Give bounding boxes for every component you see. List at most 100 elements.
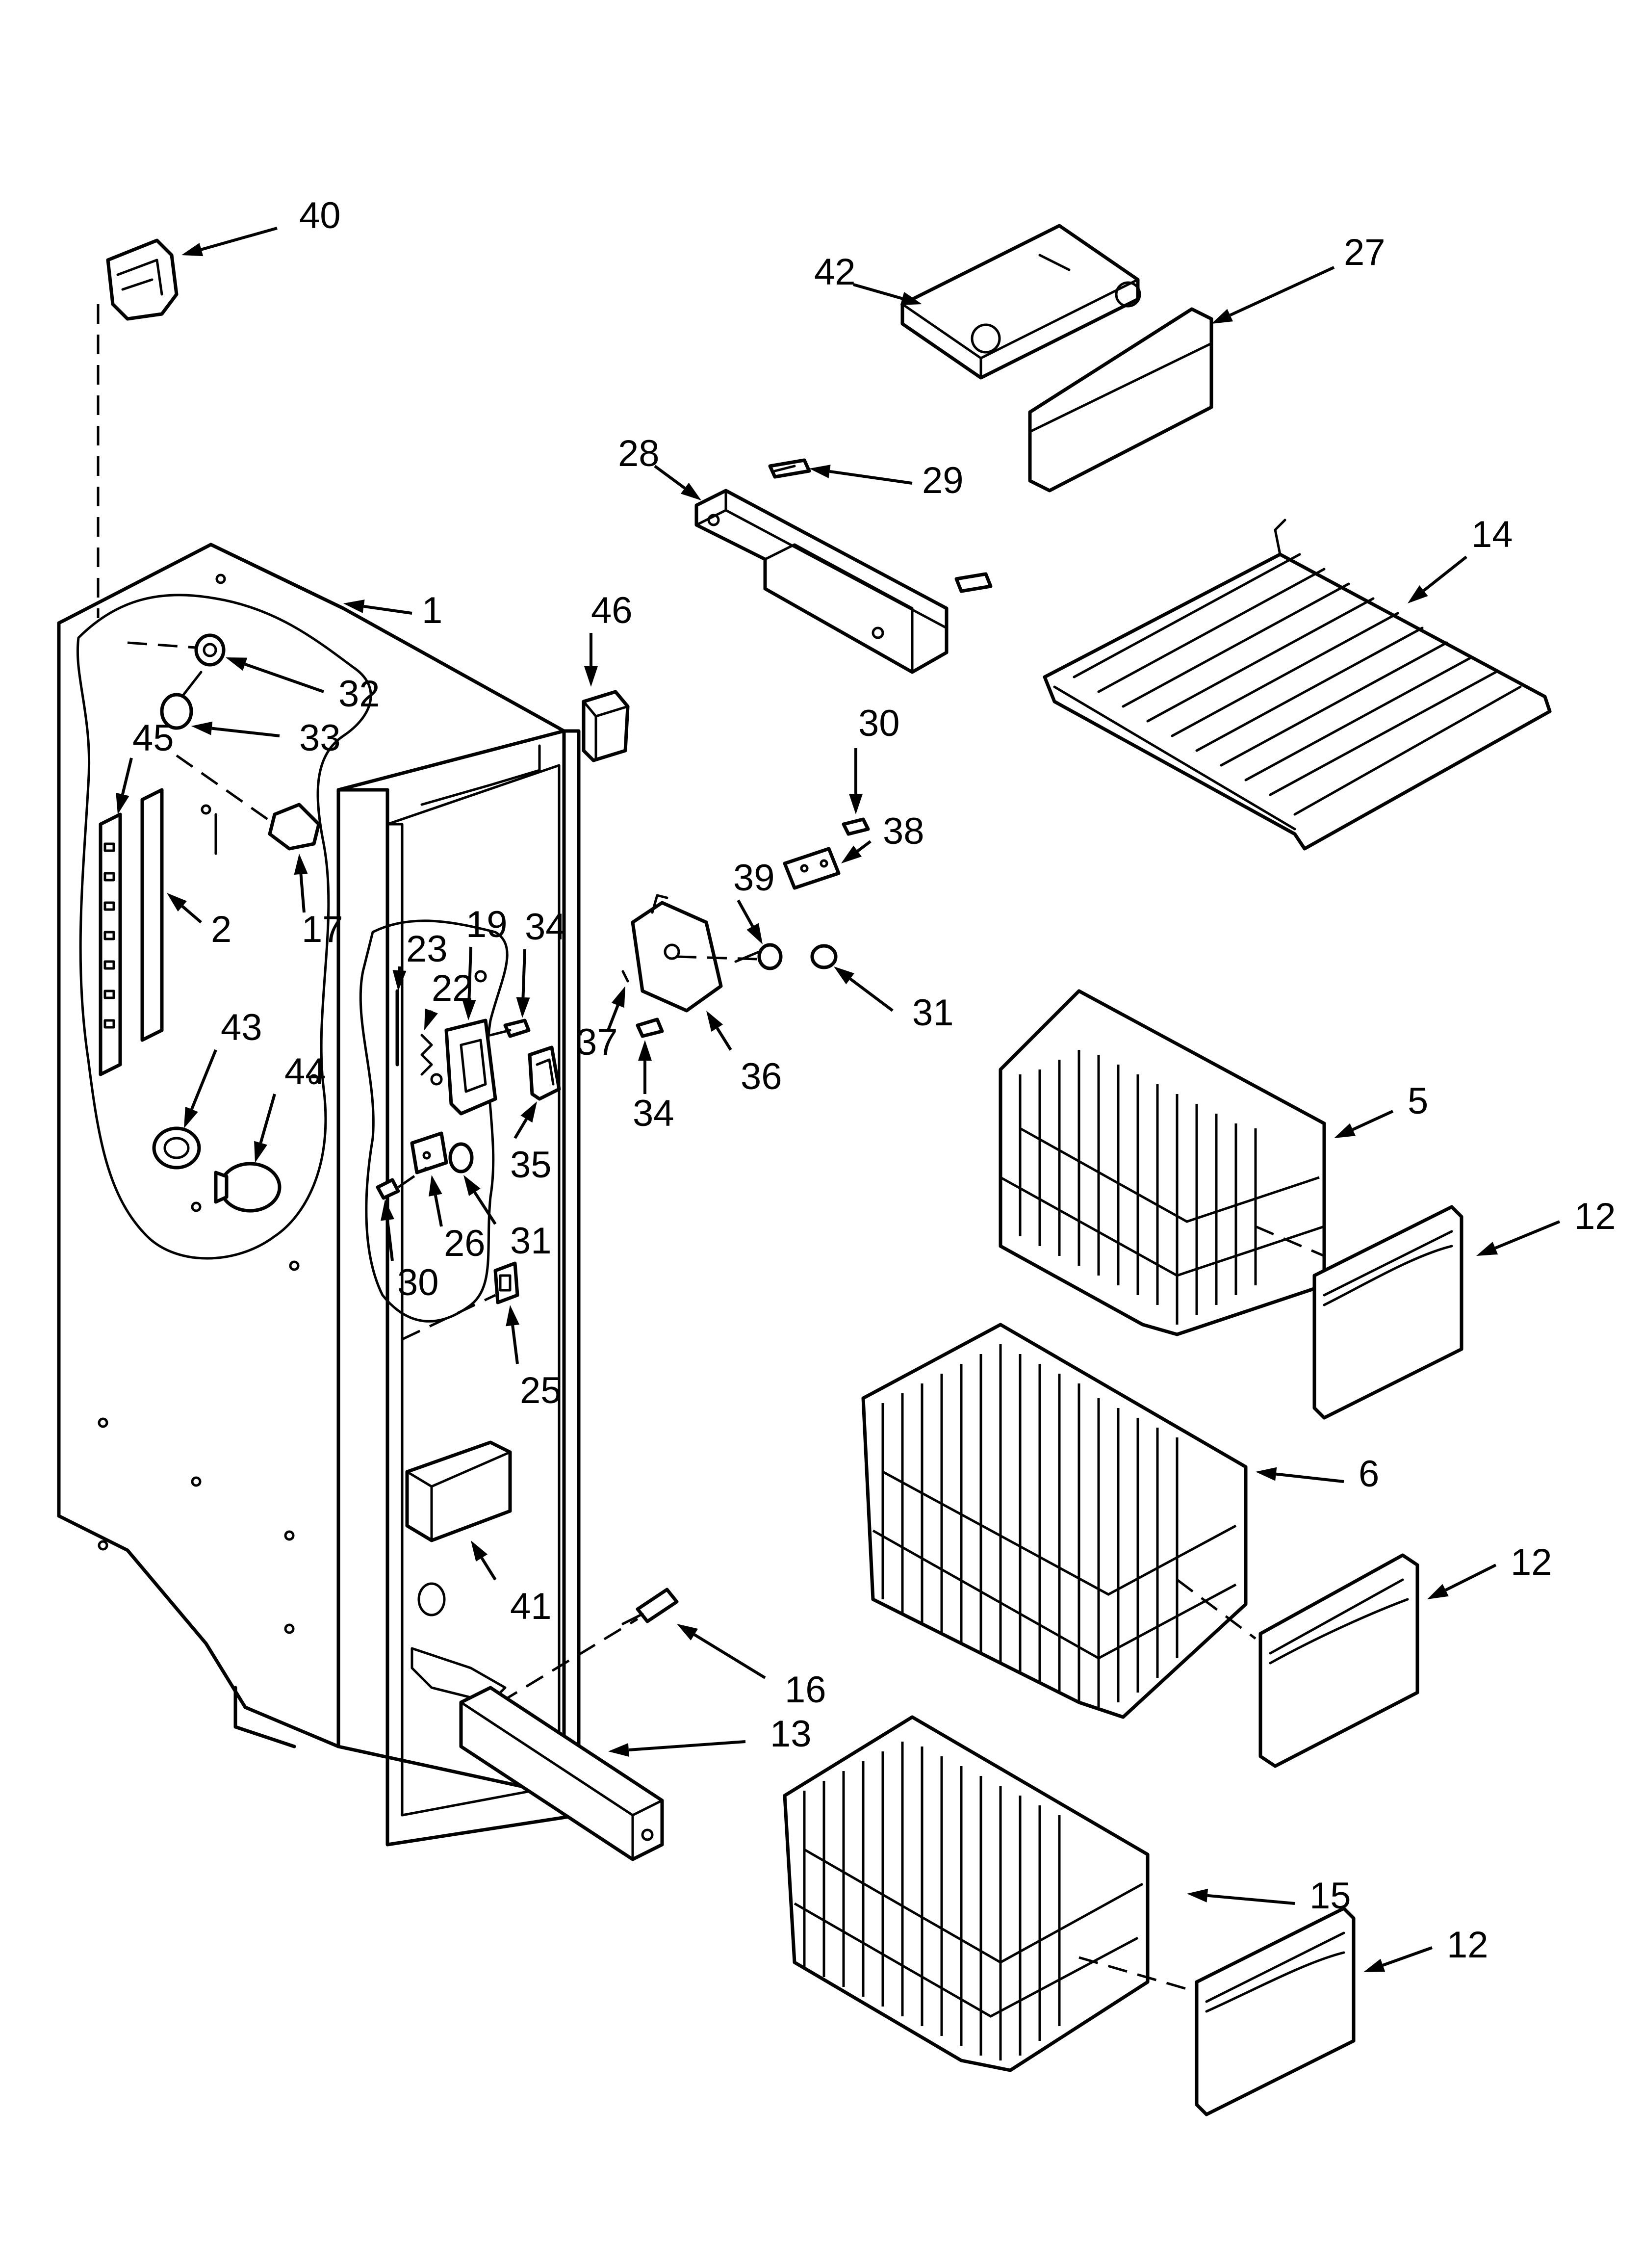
part-12-drawer-front-middle [1258, 1553, 1419, 1768]
callout-arrowhead [1427, 1584, 1449, 1599]
callout-leader [1382, 1946, 1433, 1967]
part-30-alignment-line [397, 1166, 428, 1189]
part-36-cover-plate [631, 894, 723, 1013]
callout-number: 13 [770, 1713, 812, 1755]
part-29-screw-lower [954, 572, 993, 593]
callout-arrowhead [184, 1106, 198, 1128]
shelf-slats [1073, 553, 1522, 816]
freezer-liner-cabinet [57, 543, 581, 1847]
callout-arrowhead [471, 1540, 488, 1562]
callout-number: 42 [814, 251, 856, 293]
callout-leader [1423, 555, 1467, 592]
part-17-clip [268, 803, 321, 851]
callout-arrowhead [226, 657, 248, 671]
part-5-basket [999, 989, 1326, 1336]
callout-number: 25 [520, 1370, 562, 1411]
callout-leader [693, 1633, 766, 1679]
part-12-drawer-front-lower [1195, 1906, 1356, 2116]
callout-32: 32 [226, 657, 380, 715]
callout-number: 41 [510, 1586, 552, 1627]
callout-number: 30 [397, 1262, 439, 1303]
part-31-plug-right [810, 944, 838, 969]
callout-31: 31 [463, 1175, 552, 1262]
callout-number: 37 [576, 1021, 618, 1063]
callout-arrowhead [849, 794, 863, 814]
callout-23: 23 [392, 928, 448, 991]
callout-arrowhead [611, 986, 625, 1008]
callout-37: 37 [576, 986, 625, 1063]
callout-arrowhead [429, 1175, 442, 1197]
part-2-strip [140, 788, 164, 1042]
callout-number: 5 [1408, 1080, 1428, 1122]
part-15-basket [783, 1715, 1150, 2072]
callout-arrowhead [191, 721, 213, 735]
part-43-socket [152, 1126, 201, 1170]
part-31-plug-left [448, 1142, 474, 1173]
callout-leader [363, 604, 412, 615]
part-44-bulb [214, 1162, 282, 1213]
callout-25: 25 [506, 1305, 562, 1411]
callout-leader [511, 1325, 519, 1364]
callout-arrowhead [638, 1040, 652, 1061]
callout-number: 12 [1574, 1196, 1616, 1237]
callout-arrowhead [1256, 1467, 1277, 1481]
callout-leader [853, 283, 903, 300]
callout-number: 27 [1344, 232, 1385, 273]
part-30-screw-right [842, 817, 870, 836]
part-17-alignment-line [176, 754, 276, 826]
callout-39: 39 [733, 857, 775, 944]
callout-arrowhead [294, 854, 308, 875]
callout-35: 35 [510, 1101, 552, 1186]
callout-arrowhead [1476, 1242, 1498, 1256]
callout-12: 12 [1363, 1924, 1488, 1972]
callout-number: 19 [466, 904, 508, 945]
callout-arrowhead [167, 893, 187, 912]
part-34-screw-left [489, 1018, 531, 1038]
callout-arrowhead [900, 292, 922, 305]
callout-1: 1 [343, 590, 442, 631]
callout-2: 2 [167, 893, 231, 950]
part-42-hinge [900, 224, 1141, 380]
callout-leader [654, 465, 686, 490]
callout-44: 44 [254, 1051, 326, 1163]
part-45-light-strip [99, 812, 122, 1076]
callout-34: 34 [516, 906, 566, 1018]
callout-19: 19 [462, 904, 508, 1020]
part-14-shelf [1043, 519, 1552, 851]
callout-arrowhead [181, 243, 204, 257]
callout-number: 14 [1471, 514, 1513, 555]
callout-number: 46 [591, 590, 633, 631]
callout-leader [1229, 266, 1335, 317]
callout-number: 17 [302, 909, 343, 950]
callout-number: 26 [444, 1223, 486, 1264]
callout-45: 45 [116, 717, 174, 814]
part-12-upper-alignment-line [1255, 1225, 1325, 1257]
callout-6: 6 [1256, 1453, 1379, 1495]
callout-number: 29 [922, 460, 964, 501]
part-22-spring [420, 1034, 433, 1076]
callout-leader [434, 1195, 443, 1227]
callout-leader [1352, 1110, 1394, 1131]
part-16-alignment-line [499, 1617, 639, 1704]
part-22-spring-end [430, 1073, 443, 1086]
callout-number: 36 [741, 1056, 782, 1097]
callout-28: 28 [618, 433, 701, 500]
callout-number: 12 [1447, 1924, 1488, 1966]
callout-33: 33 [191, 717, 341, 759]
callout-arrowhead [809, 465, 831, 478]
callout-15: 15 [1187, 1875, 1351, 1917]
callout-number: 2 [211, 909, 231, 950]
callout-leader [467, 946, 472, 1000]
part-28-housing [694, 489, 949, 674]
callout-22: 22 [424, 967, 473, 1030]
callout-leader [181, 905, 202, 924]
callout-arrowhead [680, 482, 701, 500]
callout-arrowhead [392, 970, 407, 991]
callout-27: 27 [1211, 232, 1385, 324]
callout-arrowhead [463, 1175, 481, 1196]
part-27-panel [1028, 307, 1213, 493]
callout-number: 1 [422, 590, 442, 631]
callout-36: 36 [706, 1011, 782, 1097]
callout-leader [299, 874, 306, 913]
callout-leader [513, 1118, 528, 1139]
